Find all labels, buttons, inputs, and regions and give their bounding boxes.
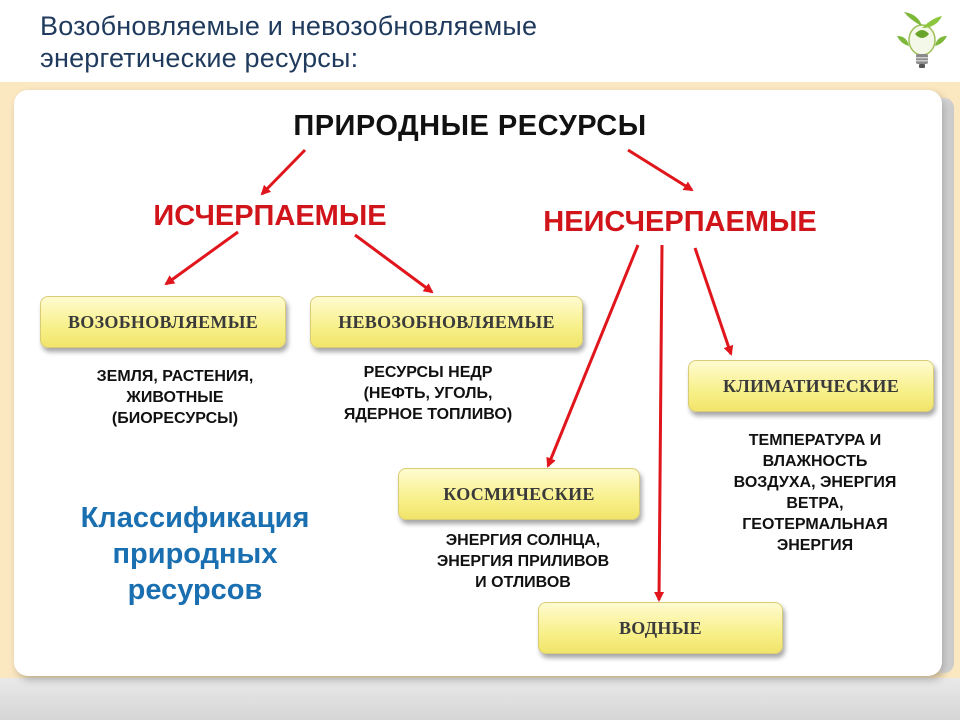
bottom-strip <box>0 678 960 720</box>
nonrenewable-label: НЕВОЗОБНОВЛЯЕМЫЕ <box>338 311 555 332</box>
climatic-label: КЛИМАТИЧЕСКИЕ <box>722 375 900 396</box>
description-line: (БИОРЕСУРСЫ) <box>111 410 239 427</box>
arrow-inexhaustible-to-water <box>654 244 665 602</box>
title-line-1: Возобновляемые и невозобновляемые <box>40 11 538 41</box>
description-line: ЯДЕРНОЕ ТОПЛИВО) <box>343 406 513 423</box>
cosmic-description: ЭНЕРГИЯ СОЛНЦА, ЭНЕРГИЯ ПРИЛИВОВ И ОТЛИВ… <box>414 530 632 593</box>
water-label: ВОДНЫЕ <box>619 617 702 638</box>
arrow-root-to-inexhaustible <box>627 148 694 192</box>
description-line: ТЕМПЕРАТУРА И <box>748 432 882 449</box>
lightbulb-plant-icon <box>897 12 947 68</box>
renewable-box: ВОЗОБНОВЛЯЕМЫЕ <box>40 296 286 348</box>
description-line: ЭНЕРГИЯ <box>776 537 854 554</box>
inexhaustible-label: НЕИСЧЕРПАЕМЫЕ <box>543 206 817 238</box>
caption-line: природных <box>112 538 278 570</box>
description-line: ВОЗДУХА, ЭНЕРГИЯ <box>733 474 897 491</box>
classification-caption: Классификация природных ресурсов <box>50 500 340 608</box>
description-line: ЭНЕРГИЯ СОЛНЦА, <box>445 532 601 549</box>
description-line: ВЕТРА, <box>786 495 844 512</box>
description-line: ВЛАЖНОСТЬ <box>762 453 868 470</box>
arrow-inexhaustible-to-cosmic <box>546 244 640 468</box>
exhaustible-label: ИСЧЕРПАЕМЫЕ <box>153 200 387 232</box>
nonrenewable-description: РЕСУРСЫ НЕДР (НЕФТЬ, УГОЛЬ, ЯДЕРНОЕ ТОПЛ… <box>320 362 536 425</box>
description-line: ЗЕМЛЯ, РАСТЕНИЯ, <box>96 368 254 385</box>
renewable-description: ЗЕМЛЯ, РАСТЕНИЯ, ЖИВОТНЫЕ (БИОРЕСУРСЫ) <box>70 366 280 429</box>
slide-header: Возобновляемые и невозобновляемые энерге… <box>0 0 960 82</box>
caption-line: ресурсов <box>127 574 263 606</box>
description-line: (НЕФТЬ, УГОЛЬ, <box>363 385 493 402</box>
root-node-label: ПРИРОДНЫЕ РЕСУРСЫ <box>293 110 647 142</box>
arrow-root-to-exhaustible <box>260 148 307 196</box>
renewable-label: ВОЗОБНОВЛЯЕМЫЕ <box>67 311 259 332</box>
description-line: ЖИВОТНЫЕ <box>126 389 224 406</box>
cosmic-label: КОСМИЧЕСКИЕ <box>443 483 595 504</box>
arrow-inexhaustible-to-climatic <box>693 247 734 356</box>
climatic-description: ТЕМПЕРАТУРА И ВЛАЖНОСТЬ ВОЗДУХА, ЭНЕРГИЯ… <box>710 430 920 556</box>
climatic-box: КЛИМАТИЧЕСКИЕ <box>688 360 934 412</box>
description-line: ЭНЕРГИЯ ПРИЛИВОВ <box>436 553 610 570</box>
arrow-exhaustible-to-nonrenewable <box>354 233 434 294</box>
description-line: ГЕОТЕРМАЛЬНАЯ <box>742 516 888 533</box>
description-line: РЕСУРСЫ НЕДР <box>363 364 493 381</box>
nonrenewable-box: НЕВОЗОБНОВЛЯЕМЫЕ <box>310 296 583 348</box>
slide-title: Возобновляемые и невозобновляемые энерге… <box>40 10 860 74</box>
arrow-exhaustible-to-renewable <box>164 230 239 286</box>
water-box: ВОДНЫЕ <box>538 602 783 654</box>
caption-line: Классификация <box>80 502 310 534</box>
title-line-2: энергетические ресурсы: <box>40 43 359 73</box>
description-line: И ОТЛИВОВ <box>475 574 571 591</box>
panel-edge <box>940 98 954 673</box>
cosmic-box: КОСМИЧЕСКИЕ <box>398 468 640 520</box>
